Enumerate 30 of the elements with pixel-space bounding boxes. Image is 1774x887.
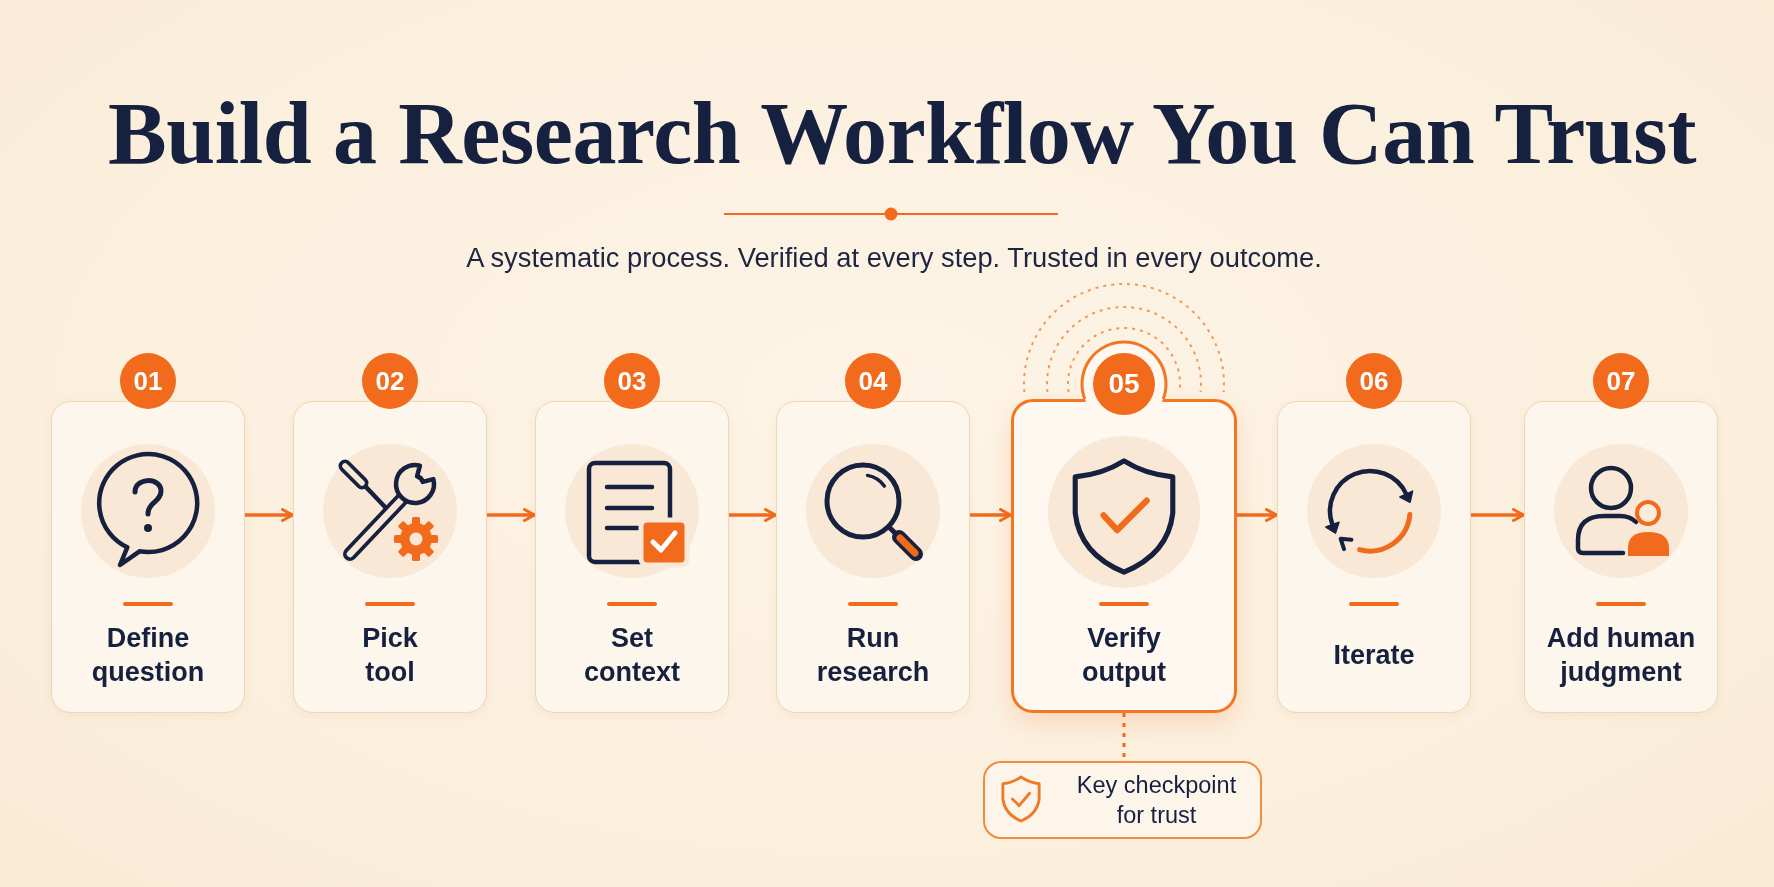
callout-text: Key checkpoint for trust xyxy=(1075,771,1238,830)
step-number-badge: 03 xyxy=(604,353,660,409)
arrow xyxy=(1237,508,1278,522)
title: Build a Research Workflow You Can Trust xyxy=(107,86,1697,183)
step-card xyxy=(51,401,245,713)
arrow xyxy=(1471,508,1525,522)
step-label: Run research xyxy=(815,621,931,689)
step-number-badge: 06 xyxy=(1346,353,1402,409)
step-card xyxy=(535,401,729,713)
step-label: Iterate xyxy=(1333,638,1415,672)
step-card xyxy=(1277,401,1471,713)
step-card xyxy=(776,401,970,713)
step-number-badge: 07 xyxy=(1593,353,1649,409)
step-card xyxy=(1524,401,1718,713)
step-number-badge: 01 xyxy=(120,353,176,409)
arrow xyxy=(487,508,536,522)
step-number-badge: 04 xyxy=(845,353,901,409)
subtitle: A systematic process. Verified at every step. Trusted in every outcome. xyxy=(466,242,1322,274)
step-number-badge: 02 xyxy=(362,353,418,409)
callout-box xyxy=(983,761,1262,839)
step-card xyxy=(293,401,487,713)
step-card xyxy=(1011,399,1237,713)
step-label: Pick tool xyxy=(361,621,419,689)
arrow xyxy=(729,508,777,522)
step-label: Set context xyxy=(583,621,681,689)
step-label: Add human judgment xyxy=(1545,621,1697,689)
step-label: Define question xyxy=(90,621,206,689)
arrow xyxy=(970,508,1012,522)
arrow xyxy=(245,508,294,522)
step-label: Verify output xyxy=(1081,622,1167,689)
